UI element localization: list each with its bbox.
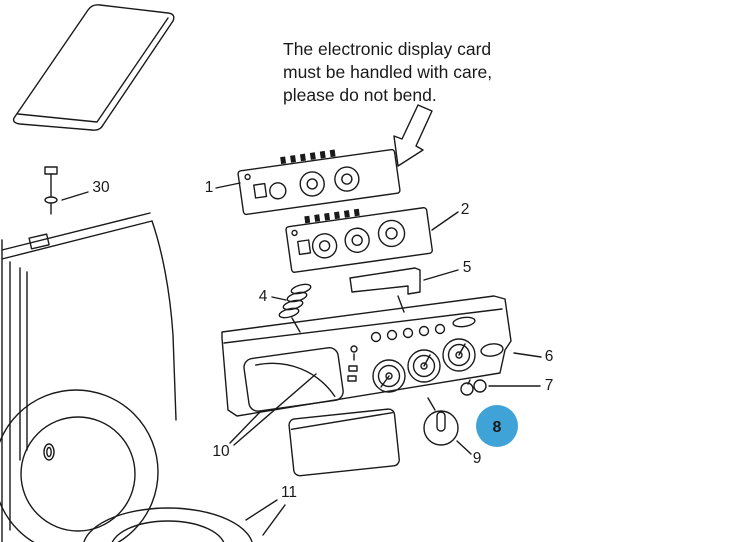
part-label-10: 10 [212,443,230,460]
down-arrow-icon [393,104,433,167]
part-label-30: 30 [92,179,110,196]
display-card-2 [285,207,433,273]
handling-note-line-2: must be handled with care, [283,62,493,82]
part-8-marker[interactable]: 8 [476,405,518,447]
part-labels: 1 2 4 5 6 7 9 10 11 30 [92,179,553,501]
part-label-6: 6 [545,348,554,365]
leader-lines [61,182,542,536]
oval-part-6 [480,343,504,357]
spring-part [278,283,312,333]
part-label-7: 7 [545,377,554,394]
part-label-9: 9 [473,450,482,467]
washer-cabinet [1,212,177,542]
card2-connectors [304,208,360,224]
line-art: 1 2 4 5 6 7 9 10 11 30 8 [0,4,553,542]
small-caps-part [460,379,487,396]
part-label-5: 5 [463,259,472,276]
hinge-bolt [44,166,58,215]
part-label-1: 1 [205,179,214,196]
display-card-1 [237,148,401,216]
handling-note-line-1: The electronic display card [283,39,492,59]
washer-door [0,389,159,542]
handling-note-line-3: please do not bend. [283,85,437,105]
highlight-circle[interactable] [476,405,518,447]
knob-part [423,397,459,446]
display-window [243,347,344,412]
bracket-part [349,267,421,313]
card1-connectors [280,149,336,165]
part-label-11: 11 [281,484,297,501]
drawer-front [288,408,400,477]
control-panel [221,295,512,417]
part-label-2: 2 [461,201,470,218]
washer-lid [12,4,175,131]
handling-note: The electronic display card must be hand… [283,38,492,107]
bottom-ring-part [83,507,253,542]
part-label-8: 8 [493,419,502,436]
part-label-4: 4 [259,288,268,305]
panel-knobs [372,338,476,393]
